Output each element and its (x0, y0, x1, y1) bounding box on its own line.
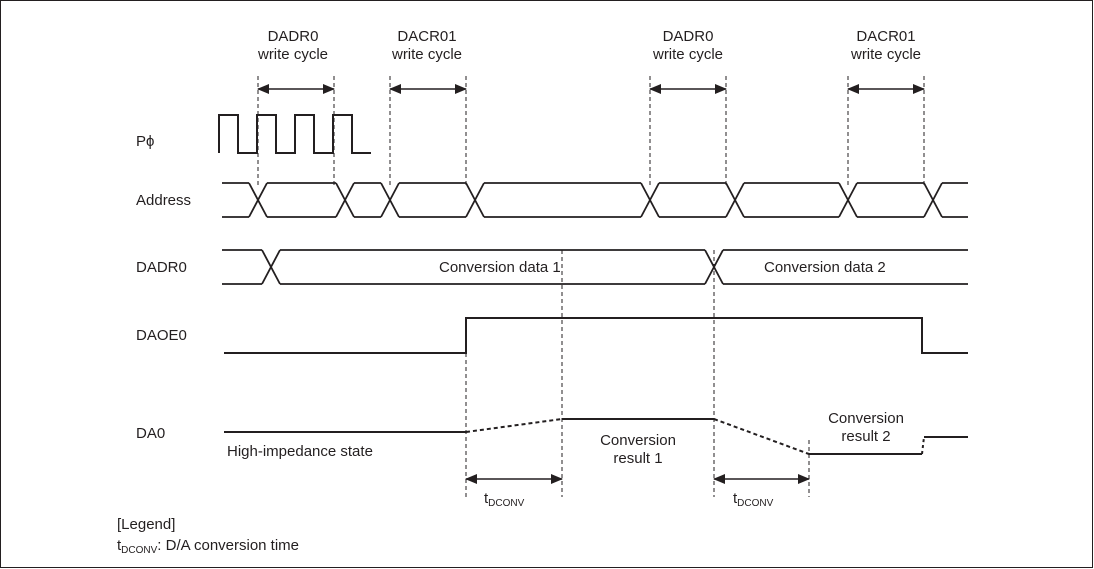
header-dadr0-1: DADR0 write cycle (257, 28, 328, 63)
header-dacr01-2: DACR01 write cycle (850, 28, 921, 63)
signal-label-pphi: Pϕ (136, 133, 155, 150)
legend-title: [Legend] (117, 516, 176, 533)
signal-label-da0: DA0 (136, 425, 166, 442)
signal-label-address: Address (136, 192, 192, 209)
daoe0-waveform (224, 317, 968, 354)
conversion-data-2-label: Conversion data 2 (764, 259, 886, 276)
conversion-result-1-label: Conversion result 1 (600, 432, 676, 467)
high-impedance-label: High-impedance state (227, 443, 373, 460)
conversion-data-1-label: Conversion data 1 (439, 259, 561, 276)
write-cycle-arrows (257, 84, 925, 484)
da0-waveform (224, 418, 968, 455)
conversion-result-2-label: Conversion result 2 (828, 410, 904, 445)
signal-label-dadr0: DADR0 (136, 259, 187, 276)
header-dacr01-1: DACR01 write cycle (391, 28, 462, 63)
dadr0-bus-waveform (222, 249, 968, 285)
tdconv-label-1: tDCONV (484, 490, 525, 509)
tdconv-label-2: tDCONV (733, 490, 774, 509)
pphi-clock-waveform (218, 114, 371, 154)
header-dadr0-2: DADR0 write cycle (652, 28, 723, 63)
signal-label-daoe0: DAOE0 (136, 327, 187, 344)
address-bus-waveform (222, 182, 968, 218)
legend-entry: tDCONV: D/A conversion time (117, 537, 300, 556)
